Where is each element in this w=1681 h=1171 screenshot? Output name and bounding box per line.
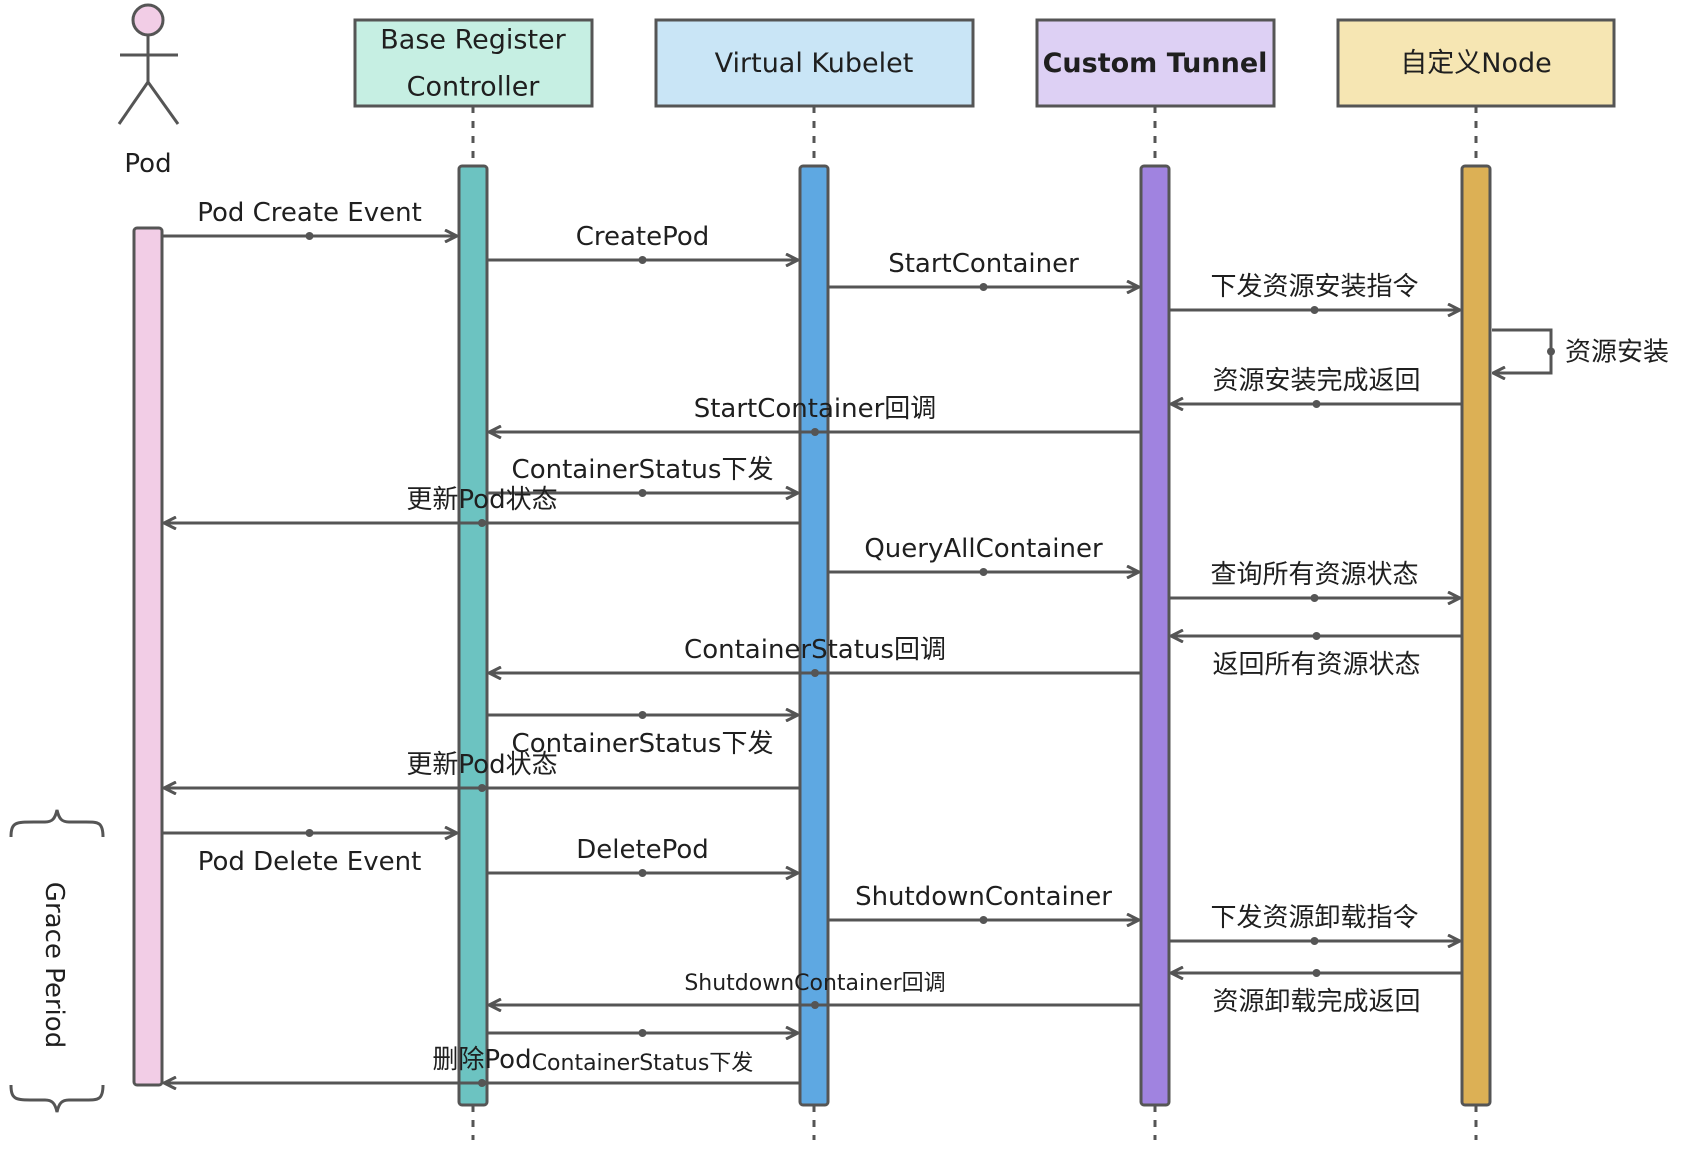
message-label: DeletePod [576, 835, 709, 865]
message-6: 资源安装完成返回 [1172, 366, 1461, 408]
message-23: 删除Pod [165, 1045, 799, 1087]
message-21: ShutdownContainer回调 [490, 971, 1140, 1009]
pod-actor-icon [117, 3, 180, 125]
message-arrow-dot [1310, 594, 1319, 602]
message-arrow-dot [811, 669, 819, 677]
brc-participant-box [353, 18, 594, 108]
message-arrow-dot [478, 1079, 486, 1087]
message-13: ContainerStatus回调 [490, 635, 1140, 677]
message-arrow-dot [305, 829, 314, 837]
grace-period-brace [9, 809, 105, 1113]
message-1: Pod Create Event [163, 198, 456, 240]
message-label: ContainerStatus回调 [684, 635, 946, 665]
message-label: 资源卸载完成返回 [1212, 987, 1420, 1017]
self-message-arrow [1492, 328, 1553, 373]
self-message-dot [1547, 347, 1555, 356]
message-label: 下发资源卸载指令 [1210, 903, 1418, 933]
message-16: Pod Delete Event [163, 829, 456, 877]
ct-activation-bar [1139, 164, 1171, 1107]
message-label: ContainerStatus下发 [512, 729, 774, 759]
message-arrow-dot [638, 869, 647, 877]
message-label: StartContainer [888, 249, 1079, 279]
message-2: CreatePod [488, 222, 797, 264]
brc-participant-label: Controller [407, 72, 541, 103]
message-label: ContainerStatus下发 [512, 455, 774, 485]
message-arrow-dot [638, 256, 647, 264]
message-arrow-dot [1312, 400, 1321, 408]
message-label: 查询所有资源状态 [1210, 560, 1418, 590]
pod-activation-bar [132, 226, 164, 1087]
message-arrow-dot [811, 428, 819, 436]
message-arrow-dot [979, 916, 988, 924]
message-15: 更新Pod状态 [165, 750, 799, 792]
message-arrow-dot [811, 1001, 819, 1009]
message-20: 资源卸载完成返回 [1172, 969, 1461, 1017]
message-9: 更新Pod状态 [165, 485, 799, 527]
message-4: 下发资源安装指令 [1170, 272, 1459, 314]
brc-activation-bar [457, 164, 489, 1107]
message-arrow-dot [305, 232, 314, 240]
brc-participant-label: Base Register [380, 25, 566, 56]
message-arrow-dot [1310, 306, 1319, 314]
ct-participant-label: Custom Tunnel [1043, 48, 1268, 79]
message-label: 下发资源安装指令 [1210, 272, 1418, 302]
message-arrow-dot [979, 283, 988, 291]
message-label: 资源安装 [1565, 338, 1669, 368]
message-14: ContainerStatus下发 [488, 711, 797, 759]
node-activation-bar [1460, 164, 1492, 1107]
message-19: 下发资源卸载指令 [1170, 903, 1459, 945]
message-7: StartContainer回调 [490, 394, 1140, 436]
message-label: 更新Pod状态 [406, 750, 557, 780]
message-arrow-dot [979, 568, 988, 576]
message-arrow-dot [1312, 969, 1321, 977]
message-22: ContainerStatus下发 [488, 1029, 797, 1076]
message-arrow-dot [478, 519, 486, 527]
message-18: ShutdownContainer [829, 882, 1138, 924]
message-label: ShutdownContainer [855, 882, 1112, 912]
message-8: ContainerStatus下发 [488, 455, 797, 497]
message-12: 返回所有资源状态 [1172, 632, 1461, 680]
vk-participant-label: Virtual Kubelet [715, 48, 914, 79]
ct-participant-box [1035, 18, 1276, 108]
message-arrow-dot [638, 1029, 647, 1037]
message-arrow-dot [1310, 937, 1319, 945]
message-arrow-dot [478, 784, 486, 792]
message-label: 返回所有资源状态 [1212, 650, 1420, 680]
message-label: Pod Create Event [197, 198, 422, 228]
message-arrow-dot [1312, 632, 1321, 640]
message-11: 查询所有资源状态 [1170, 560, 1459, 602]
message-arrow-dot [638, 711, 647, 719]
message-label: ContainerStatus下发 [532, 1051, 754, 1076]
message-label: Pod Delete Event [198, 847, 422, 877]
node-participant-box [1336, 18, 1616, 108]
message-label: ShutdownContainer回调 [684, 971, 945, 996]
grace-period-label: Grace Period [39, 882, 69, 1048]
message-label: 资源安装完成返回 [1212, 366, 1420, 396]
message-label: 删除Pod [432, 1045, 531, 1075]
message-label: CreatePod [576, 222, 710, 252]
pod-actor-label: Pod [124, 149, 171, 179]
message-arrow-dot [638, 489, 647, 497]
message-label: StartContainer回调 [694, 394, 937, 424]
node-participant-label: 自定义Node [1400, 48, 1551, 79]
message-label: 更新Pod状态 [406, 485, 557, 515]
vk-participant-box [654, 18, 975, 108]
message-10: QueryAllContainer [829, 534, 1138, 576]
message-17: DeletePod [488, 835, 797, 877]
message-label: QueryAllContainer [864, 534, 1103, 564]
message-5: 资源安装 [1492, 328, 1669, 373]
vk-activation-bar [798, 164, 830, 1107]
message-3: StartContainer [829, 249, 1138, 291]
